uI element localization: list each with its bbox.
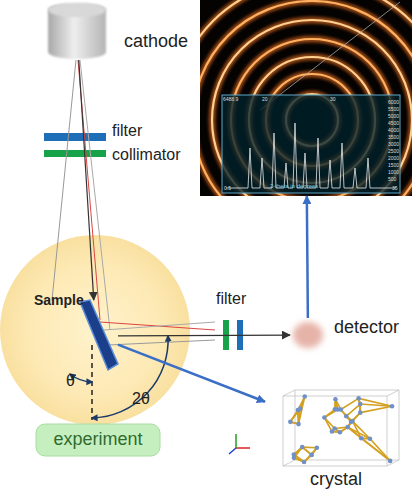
part-label: filter: [112, 122, 142, 140]
cathode-cylinder: [48, 3, 106, 59]
filter-bar: [237, 320, 243, 350]
filter-bar: [223, 320, 229, 350]
part-label: 2θ: [132, 390, 150, 408]
part-label: collimator: [112, 146, 180, 164]
axis-tick-label: 2000: [388, 156, 399, 162]
collimator-bar: [44, 150, 106, 157]
plot-panel: [222, 95, 400, 193]
axis-tick-label: 30: [330, 97, 336, 103]
sample-slab: Sample: [74, 300, 118, 372]
crystal-structure: crystal: [265, 388, 405, 470]
beam-connector: [307, 196, 308, 318]
filter-bar: [44, 133, 106, 141]
diffraction-rings: [200, 0, 412, 196]
beam-connector: [118, 345, 265, 402]
axis-tick-label: 35: [392, 186, 398, 192]
axis-tick-label: 20: [262, 97, 268, 103]
experiment-box: experiment: [36, 424, 160, 456]
axis-tick-label: 6000: [388, 100, 399, 106]
axis-tick-label: 5000: [388, 114, 399, 120]
detector-box: detector: [290, 318, 326, 352]
node-label: Sample: [34, 293, 84, 308]
sample-slab-shape: [74, 300, 118, 372]
atomic-bonds: [290, 397, 392, 462]
axis-icon: [229, 434, 250, 454]
axis-tick-label: 1000: [388, 170, 399, 176]
unit-cell: [283, 390, 399, 466]
axis-tick-label: 3000: [388, 142, 399, 148]
detector-box-shape: [290, 318, 326, 352]
beam-connector: [118, 334, 290, 336]
node-label: crystal: [310, 470, 362, 490]
node-label: 2-theta in degrees: [270, 183, 318, 190]
axis-tick-label: 5500: [388, 107, 399, 113]
axis-tick-label: 4000: [388, 128, 399, 134]
detector-blob: [293, 322, 323, 348]
axis-tick-label: 0.5: [224, 186, 231, 192]
axis-tick-label: 4500: [388, 121, 399, 127]
node-label: detector: [334, 318, 399, 338]
node-label: cathode: [124, 32, 188, 52]
part-label: θ: [66, 372, 75, 390]
sample-plate: [80, 300, 118, 370]
beam-connector: [79, 60, 94, 300]
crystal-structure-shape: [265, 388, 405, 470]
axis-tick-label: 2500: [388, 149, 399, 155]
cathode-tube: cathode: [46, 2, 108, 60]
node-label: experiment: [36, 424, 160, 456]
cathode-top: [48, 3, 106, 17]
axis-tick-label: 6488.9: [223, 97, 238, 103]
axis-tick-label: 500: [388, 177, 396, 183]
diffraction-pattern: [226, 123, 396, 188]
atoms: [288, 394, 394, 464]
guide-line: [260, 2, 400, 110]
experiment-badge: [36, 424, 160, 456]
cathode-tube-shape: [46, 2, 108, 60]
part-label: filter: [216, 290, 246, 308]
axis-tick-label: 1500: [388, 163, 399, 169]
axis-tick-label: 3500: [388, 135, 399, 141]
